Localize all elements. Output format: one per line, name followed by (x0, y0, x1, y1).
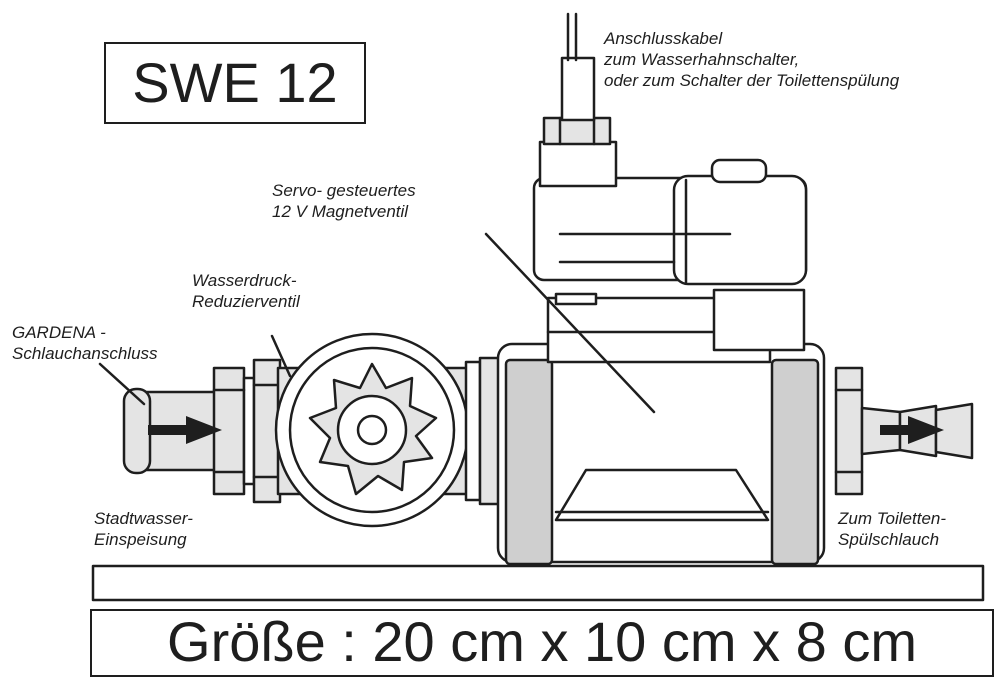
size-caption: Größe : 20 cm x 10 cm x 8 cm (90, 609, 994, 677)
flow-arrow-icon (880, 416, 944, 444)
label-gardena: GARDENA - Schlauchanschluss (12, 323, 158, 363)
flow-arrow-icon (148, 416, 222, 444)
label-magnet-valve: Servo- gesteuertes 12 V Magnetventil (272, 181, 416, 221)
label-inlet: Stadtwasser- Einspeisung (94, 509, 193, 549)
label-outlet: Zum Toiletten- Spülschlauch (838, 509, 947, 549)
gear-icon (308, 362, 438, 496)
inlet-hose-connector (122, 358, 282, 504)
model-title: SWE 12 (104, 42, 366, 124)
pressure-reducer (274, 332, 504, 528)
valve-body (496, 288, 826, 566)
solenoid-coil (532, 12, 808, 286)
base-plate (91, 564, 985, 602)
leader-gardena (98, 362, 146, 406)
leader-reducer (270, 334, 292, 378)
label-pressure-reducer: Wasserdruck- Reduzierventil (192, 271, 300, 311)
label-connection-cable: Anschlusskabel zum Wasserhahnschalter, o… (604, 29, 900, 90)
leader-magnet (484, 232, 656, 414)
